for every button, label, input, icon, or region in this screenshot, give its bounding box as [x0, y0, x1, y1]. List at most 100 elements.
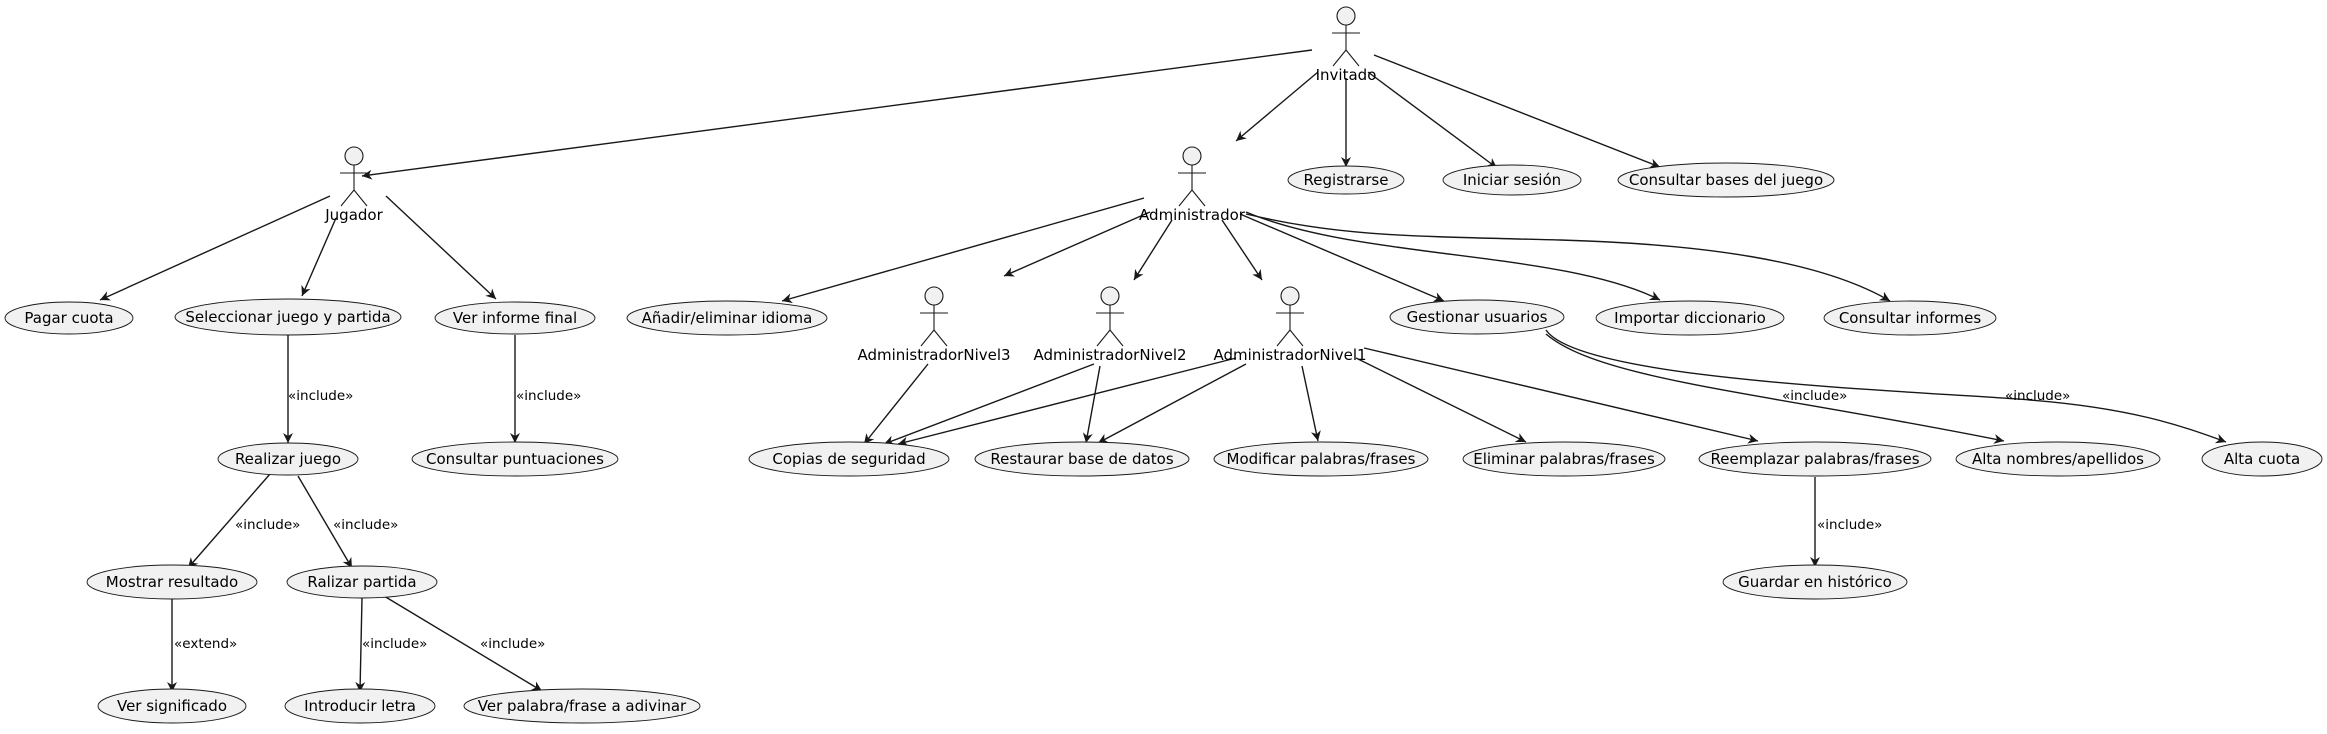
use-case-label: Pagar cuota: [24, 309, 113, 327]
edge-admin-nivel3: [1003, 211, 1151, 277]
edge-nivel3-copias: [863, 363, 929, 445]
actor-administrador-nivel1: AdministradorNivel1: [1213, 286, 1367, 364]
use-case-label: Realizar juego: [235, 450, 341, 468]
actor-jugador: Jugador: [324, 146, 384, 224]
use-case-guardar-historico: Guardar en histórico: [1722, 564, 1908, 600]
use-case-label: Ver significado: [117, 697, 227, 715]
use-case-label: Reemplazar palabras/frases: [1710, 450, 1919, 468]
edge-realizar-ralizar: [297, 475, 353, 569]
actor-label-administrador: Administrador: [1139, 206, 1246, 224]
edge-invitado-administrador: [1235, 71, 1319, 142]
edge-jugador-seleccionar: [301, 217, 337, 297]
edge-labels: «include» «include» «include» «include» …: [174, 388, 2070, 652]
use-case-registrarse: Registrarse: [1287, 165, 1405, 195]
label-include-ralizar: «include»: [333, 517, 398, 533]
use-case-label: Alta nombres/apellidos: [1972, 450, 2144, 468]
edge-nivel1-modificar: [1301, 365, 1321, 442]
label-include-alta-cuota: «include»: [2005, 388, 2070, 404]
use-case-label: Registrarse: [1304, 171, 1389, 189]
edge-invitado-iniciar-sesion: [1367, 71, 1498, 169]
edge-nivel1-eliminar: [1355, 357, 1527, 443]
use-case-label: Restaurar base de datos: [990, 450, 1173, 468]
edge-gestionar-alta-nombres: [1545, 333, 2005, 444]
use-case-ver-informe-final: Ver informe final: [434, 301, 596, 335]
label-include-letra: «include»: [362, 636, 427, 652]
use-case-consultar-puntuaciones: Consultar puntuaciones: [411, 441, 619, 477]
edge-realizar-mostrar: [187, 473, 271, 569]
actor-label-invitado: Invitado: [1316, 66, 1377, 84]
actor-label-nivel2: AdministradorNivel2: [1033, 346, 1186, 364]
use-case-eliminar-palabras: Eliminar palabras/frases: [1462, 441, 1666, 477]
use-case-label: Importar diccionario: [1614, 309, 1766, 327]
use-case-label: Añadir/eliminar idioma: [642, 309, 813, 327]
edge-ralizar-letra: [355, 597, 366, 693]
use-case-label: Consultar informes: [1839, 309, 1982, 327]
label-include-guardar: «include»: [1817, 517, 1882, 533]
use-case-label: Ver palabra/frase a adivinar: [478, 697, 687, 715]
use-case-anadir-idioma: Añadir/eliminar idioma: [626, 300, 828, 336]
use-case-iniciar-sesion: Iniciar sesión: [1442, 164, 1582, 196]
edge-invitado-consultar-bases: [1373, 54, 1661, 169]
use-case-restaurar-bd: Restaurar base de datos: [974, 441, 1190, 477]
edge-admin-nivel1: [1221, 219, 1263, 281]
label-extend-significado: «extend»: [174, 636, 237, 652]
edge-admin-idioma: [781, 197, 1145, 304]
edge-admin-gestionar: [1239, 213, 1445, 302]
use-case-copias-seguridad: Copias de seguridad: [748, 441, 950, 477]
use-case-reemplazar-palabras: Reemplazar palabras/frases: [1698, 441, 1932, 477]
edge-jugador-pagar-cuota: [99, 195, 331, 301]
edge-nivel2-restaurar: [1082, 365, 1101, 444]
actor-administrador-nivel3: AdministradorNivel3: [857, 286, 1011, 364]
edge-nivel2-copias: [883, 363, 1095, 446]
use-case-consultar-bases: Consultar bases del juego: [1617, 162, 1835, 198]
use-case-label: Consultar bases del juego: [1629, 171, 1823, 189]
edge-jugador-informe: [385, 195, 497, 300]
edge-ralizar-palabra: [383, 595, 543, 692]
use-case-consultar-informes: Consultar informes: [1823, 300, 1997, 336]
use-case-label: Copias de seguridad: [772, 450, 925, 468]
use-case-seleccionar-juego: Seleccionar juego y partida: [174, 298, 402, 336]
use-case-label: Ralizar partida: [307, 573, 416, 591]
label-include-palabra: «include»: [480, 636, 545, 652]
use-case-importar-diccionario: Importar diccionario: [1595, 300, 1785, 336]
edge-nivel1-restaurar: [1097, 363, 1247, 444]
label-include-alta-nombres: «include»: [1782, 388, 1847, 404]
edge-invitado-jugador: [361, 49, 1313, 180]
use-case-label: Alta cuota: [2224, 450, 2300, 468]
actor-administrador: Administrador: [1139, 146, 1246, 224]
use-case-ralizar-partida: Ralizar partida: [286, 565, 438, 599]
actor-administrador-nivel2: AdministradorNivel2: [1033, 286, 1187, 364]
actor-label-jugador: Jugador: [324, 206, 383, 224]
use-case-gestionar-usuarios: Gestionar usuarios: [1389, 299, 1565, 335]
use-case-realizar-juego: Realizar juego: [217, 442, 359, 476]
use-case-label: Gestionar usuarios: [1407, 308, 1548, 326]
use-case-mostrar-resultado: Mostrar resultado: [86, 564, 258, 600]
use-case-label: Eliminar palabras/frases: [1473, 450, 1655, 468]
edge-admin-importar: [1245, 211, 1661, 301]
use-case-label: Modificar palabras/frases: [1227, 450, 1416, 468]
use-case-modificar-palabras: Modificar palabras/frases: [1213, 441, 1429, 477]
actor-label-nivel1: AdministradorNivel1: [1213, 346, 1366, 364]
use-case-label: Ver informe final: [453, 309, 577, 327]
edge-admin-nivel2: [1133, 219, 1173, 281]
label-include-informe: «include»: [516, 388, 581, 404]
actor-label-nivel3: AdministradorNivel3: [857, 346, 1010, 364]
edge-nivel1-reemplazar: [1363, 347, 1759, 444]
use-case-label: Iniciar sesión: [1463, 171, 1561, 189]
edge-nivel1-copias: [897, 357, 1237, 447]
edge-gestionar-alta-cuota: [1545, 329, 2227, 444]
use-case-label: Seleccionar juego y partida: [185, 308, 390, 326]
use-case-alta-nombres: Alta nombres/apellidos: [1955, 441, 2161, 477]
label-include-seleccionar: «include»: [288, 388, 353, 404]
use-case-label: Introducir letra: [304, 697, 416, 715]
use-case-introducir-letra: Introducir letra: [284, 688, 436, 724]
actor-invitado: Invitado: [1316, 6, 1377, 84]
edge-admin-informes: [1245, 213, 1891, 302]
use-case-label: Consultar puntuaciones: [426, 450, 604, 468]
use-case-alta-cuota: Alta cuota: [2201, 441, 2323, 477]
use-case-label: Mostrar resultado: [106, 573, 238, 591]
use-case-ver-palabra: Ver palabra/frase a adivinar: [463, 688, 701, 724]
use-case-pagar-cuota: Pagar cuota: [4, 301, 134, 335]
use-case-label: Guardar en histórico: [1738, 573, 1892, 591]
